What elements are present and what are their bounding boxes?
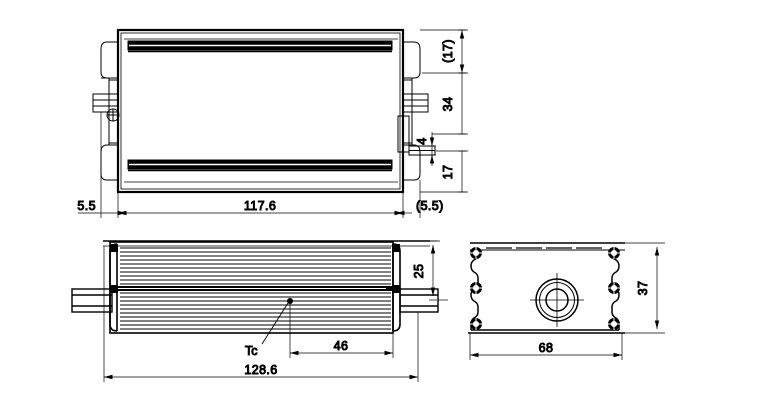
- dim-label-4: 4: [415, 137, 429, 144]
- dim-label-34: 34: [441, 97, 455, 112]
- dim-46: [289, 303, 394, 358]
- side-view: 37 68: [468, 242, 665, 360]
- top-view-upper-fin-band: [127, 40, 393, 53]
- screw-boss: [608, 247, 620, 259]
- dim-68: [469, 333, 623, 360]
- top-view-lower-fin-band: [127, 159, 393, 172]
- dim-label-128-6: 128.6: [244, 363, 277, 377]
- dim-label-17-paren: (17): [441, 39, 455, 63]
- side-view-body: [468, 248, 625, 334]
- front-view-right-connector: [399, 288, 439, 313]
- front-view: Tc 25 46 128.6: [71, 240, 448, 382]
- front-view-lower-fin-pack: [120, 292, 391, 330]
- center-hole-icon: [530, 273, 584, 327]
- tc-leader: [261, 298, 293, 345]
- dim-37: [619, 242, 665, 334]
- dim-4: [428, 132, 436, 166]
- dim-5-5-right: [396, 180, 421, 218]
- dim-5-5-left: [78, 112, 126, 218]
- top-view: 117.6 5.5 (5.5) (17): [77, 28, 468, 218]
- dim-25: [400, 240, 448, 301]
- dim-17: [458, 150, 466, 193]
- front-view-upper-fin-pack: [120, 247, 391, 285]
- screw-boss: [470, 247, 482, 259]
- dim-label-5-5-right: (5.5): [416, 199, 444, 213]
- dim-label-117-6: 117.6: [244, 199, 276, 213]
- front-view-left-connector: [71, 288, 113, 313]
- side-view-screw-bosses: [470, 247, 620, 330]
- side-view-top-rail: [470, 242, 625, 251]
- dim-label-68: 68: [539, 341, 554, 355]
- dim-label-5-5-left: 5.5: [77, 199, 96, 213]
- screw-boss: [470, 318, 482, 330]
- dim-17-paren: [458, 29, 466, 74]
- screw-boss: [470, 282, 482, 294]
- dim-label-25: 25: [412, 264, 426, 279]
- front-view-mid-band: [112, 286, 392, 291]
- top-view-left-bracket: [92, 41, 120, 181]
- dim-label-17: 17: [441, 165, 455, 180]
- tc-label: Tc: [245, 344, 258, 358]
- dim-128-6: [103, 246, 419, 382]
- dim-label-37: 37: [636, 281, 650, 296]
- dim-34: [458, 72, 466, 135]
- screw-boss: [608, 282, 620, 294]
- dim-label-46: 46: [334, 339, 349, 353]
- screw-boss: [608, 318, 620, 330]
